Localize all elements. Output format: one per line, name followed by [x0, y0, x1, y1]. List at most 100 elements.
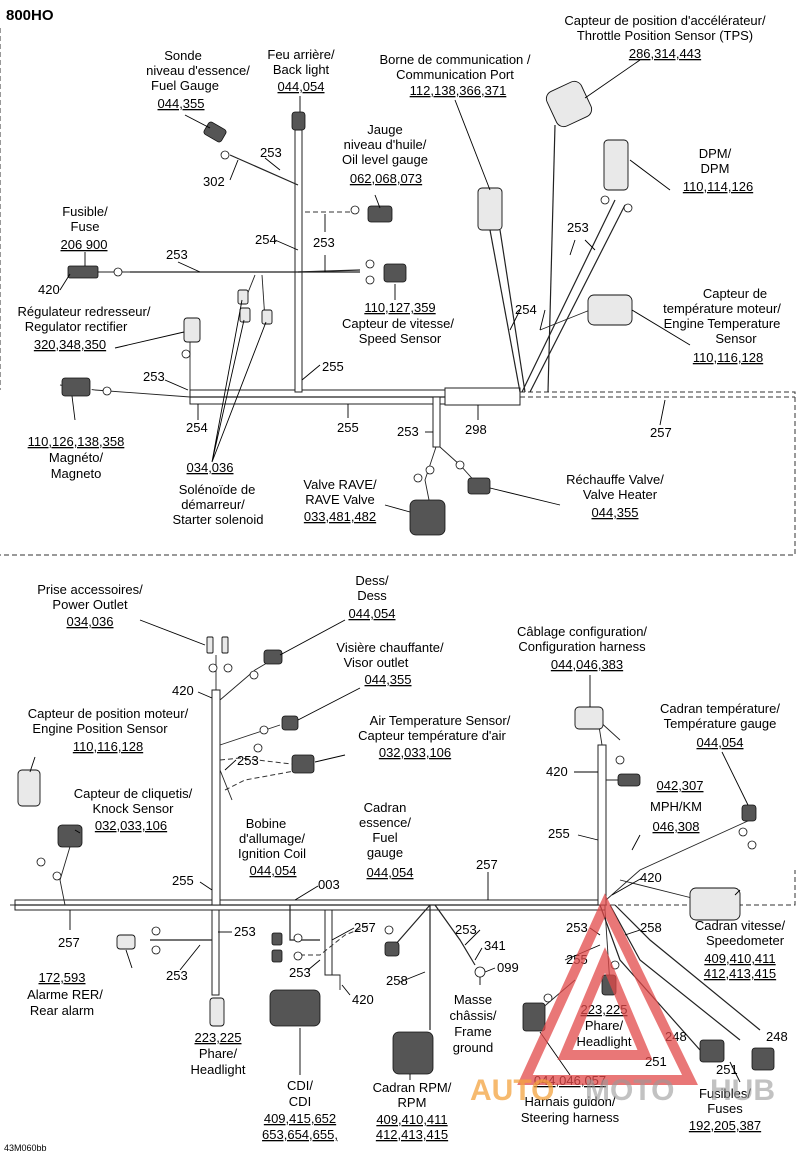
engine-temp-label-2: température moteur/ — [663, 301, 781, 316]
oil-gauge-label-3: Oil level gauge — [342, 152, 428, 167]
fuel-dial-label-4: gauge — [367, 845, 403, 860]
power-outlet-codes: 034,036 — [67, 614, 114, 629]
frame-ground-label-4: ground — [453, 1040, 493, 1055]
power-outlet-connector-1 — [206, 636, 214, 654]
top-section-boundary — [0, 28, 796, 556]
wire-number-254: 254 — [255, 232, 277, 247]
magneto-label-fr: Magnéto/ — [49, 450, 104, 465]
fuel-gauge-codes: 044,355 — [158, 96, 205, 111]
bubble — [747, 840, 757, 850]
bubble — [52, 871, 62, 881]
visor-label-en: Visor outlet — [344, 655, 409, 670]
temp-gauge-label-en: Température gauge — [664, 716, 777, 731]
speedometer-codes-1: 409,410,411 — [704, 951, 775, 966]
leader-099 — [484, 967, 496, 973]
oil-gauge-label-2: niveau d'huile/ — [344, 137, 427, 152]
comm-port-branch — [489, 229, 521, 393]
rpm-gauge-connector — [392, 1031, 434, 1075]
wire-number-253: 253 — [455, 922, 477, 937]
dpm-branch — [521, 199, 616, 393]
steering-harness-b — [609, 904, 741, 1041]
dpm-label-en: DPM — [701, 161, 730, 176]
leader-knock — [74, 829, 81, 834]
wire-number-257: 257 — [476, 857, 498, 872]
leader-fuses — [729, 1061, 741, 1083]
wire-number-253: 253 — [166, 968, 188, 983]
bottom-trunk-dash — [10, 870, 796, 906]
power-outlet-connector-2 — [221, 636, 229, 654]
temp-gauge-wire — [605, 819, 751, 901]
dess-label-en: Dess — [357, 588, 387, 603]
steering-label-fr: Harnais guidon/ — [524, 1094, 615, 1109]
rave-label-fr: Valve RAVE/ — [303, 477, 377, 492]
watermark-text-3: HUB — [710, 1074, 775, 1107]
speed-sensor-codes: 110,127,359 — [364, 300, 435, 315]
wire-number-420: 420 — [172, 683, 194, 698]
config-codes: 044,046,383 — [551, 657, 623, 672]
leader-341 — [474, 947, 483, 961]
air-temp-label-fr: Capteur température d'air — [358, 728, 506, 743]
cdi-label-en: CDI — [289, 1094, 311, 1109]
coil-label-2: d'allumage/ — [239, 831, 305, 846]
starter-connector-2 — [239, 307, 251, 323]
leader-255-a — [301, 364, 321, 381]
coil-label-1: Bobine — [246, 816, 286, 831]
dpm-branch-b — [529, 204, 626, 393]
bubble — [293, 951, 303, 961]
starter-connector-3 — [261, 309, 273, 325]
fuel-dial-wire — [394, 904, 431, 946]
comm-port-label-fr: Borne de communication / — [379, 52, 530, 67]
regulator-label-fr: Régulateur redresseur/ — [18, 304, 151, 319]
harness-to-back-light — [294, 129, 303, 393]
cdi-codes-1: 409,415,652 — [264, 1111, 336, 1126]
bubble — [350, 205, 360, 215]
steering-label-en: Steering harness — [521, 1110, 620, 1125]
wire-number-253: 253 — [166, 247, 188, 262]
fuses-label-en: Fuses — [707, 1101, 743, 1116]
bubble — [113, 267, 123, 277]
engine-temp-connector — [587, 294, 633, 326]
wire-number-298: 298 — [465, 422, 487, 437]
leader-420-d — [611, 877, 643, 896]
rave-harness-drop — [432, 396, 441, 448]
fuel-gauge-label-3: Fuel Gauge — [151, 78, 219, 93]
wire-number-099: 099 — [497, 960, 519, 975]
headlight-left-connector — [209, 997, 225, 1027]
wire-number-253: 253 — [566, 920, 588, 935]
rear-alarm-codes: 172,593 — [39, 970, 86, 985]
engine-pos-codes: 110,116,128 — [73, 739, 143, 754]
speedometer-connector — [689, 887, 741, 921]
magneto-codes: 110,126,138,358 — [28, 434, 125, 449]
air-temp-codes: 032,033,106 — [379, 745, 451, 760]
leader-253-c — [177, 261, 201, 273]
leader-fuel-gauge — [184, 114, 211, 129]
fuse-label-fr: Fusible/ — [62, 204, 108, 219]
wire-number-253: 253 — [397, 424, 419, 439]
fuse-codes: 206 900 — [61, 237, 108, 252]
wire-number-251: 251 — [716, 1062, 738, 1077]
leader-258-c — [624, 929, 641, 936]
dess-label-fr: Dess/ — [355, 573, 389, 588]
engine-pos-connector — [17, 769, 41, 807]
mph-connector — [617, 773, 641, 787]
bubble — [293, 933, 303, 943]
fuel-dial-label-1: Cadran — [364, 800, 407, 815]
left-vertical-harness — [211, 689, 221, 906]
power-outlet-label-en: Power Outlet — [52, 597, 128, 612]
comm-port-connector — [477, 187, 503, 231]
wire-number-254: 254 — [515, 302, 537, 317]
back-light-connector — [291, 111, 306, 131]
rpm-label-en: RPM — [398, 1095, 427, 1110]
bubble — [181, 349, 191, 359]
dess-connector — [263, 649, 283, 665]
leader-420-top — [59, 273, 71, 291]
figure-reference: 43M060bb — [4, 1143, 47, 1153]
wire-number-341: 341 — [484, 938, 506, 953]
wire-number-248: 248 — [766, 1029, 788, 1044]
fuses-label-fr: Fusibles/ — [699, 1086, 751, 1101]
bubble — [384, 925, 394, 935]
comm-port-branch-b — [499, 229, 526, 393]
leader-starter — [211, 299, 267, 463]
speed-sensor-label-fr: Capteur de vitesse/ — [342, 316, 454, 331]
